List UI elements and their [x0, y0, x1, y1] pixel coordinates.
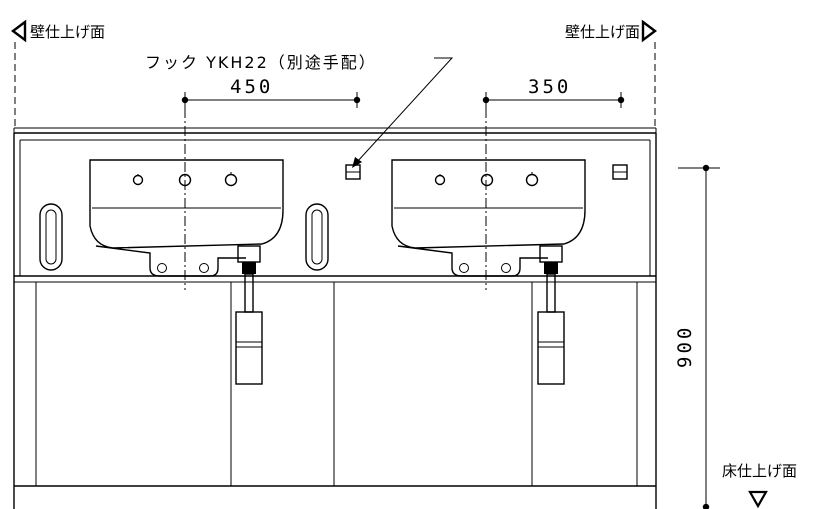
hook-leader-line	[356, 57, 454, 163]
handle-middle	[305, 203, 329, 271]
counter-cabinet	[13, 127, 657, 509]
hook-left	[345, 164, 361, 180]
hook-right	[612, 164, 628, 180]
wall-left-label: 壁仕上げ面	[30, 23, 105, 41]
dimension-900-label: 900	[674, 325, 696, 368]
dimension-450	[181, 92, 361, 108]
floor-marker	[748, 490, 768, 509]
sink-right	[391, 159, 586, 385]
dimension-350	[482, 92, 625, 108]
sink-left	[89, 159, 284, 385]
dimension-350-label: 350	[528, 76, 571, 98]
dimension-450-label: 450	[230, 76, 273, 98]
hook-note: フック YKH22（別途手配）	[145, 53, 377, 72]
wall-left-marker	[11, 19, 27, 128]
handle-left	[39, 203, 63, 271]
wall-right-label: 壁仕上げ面	[565, 23, 640, 41]
floor-label: 床仕上げ面	[722, 462, 797, 480]
wall-right-marker	[641, 19, 657, 128]
dimension-900	[678, 164, 720, 509]
